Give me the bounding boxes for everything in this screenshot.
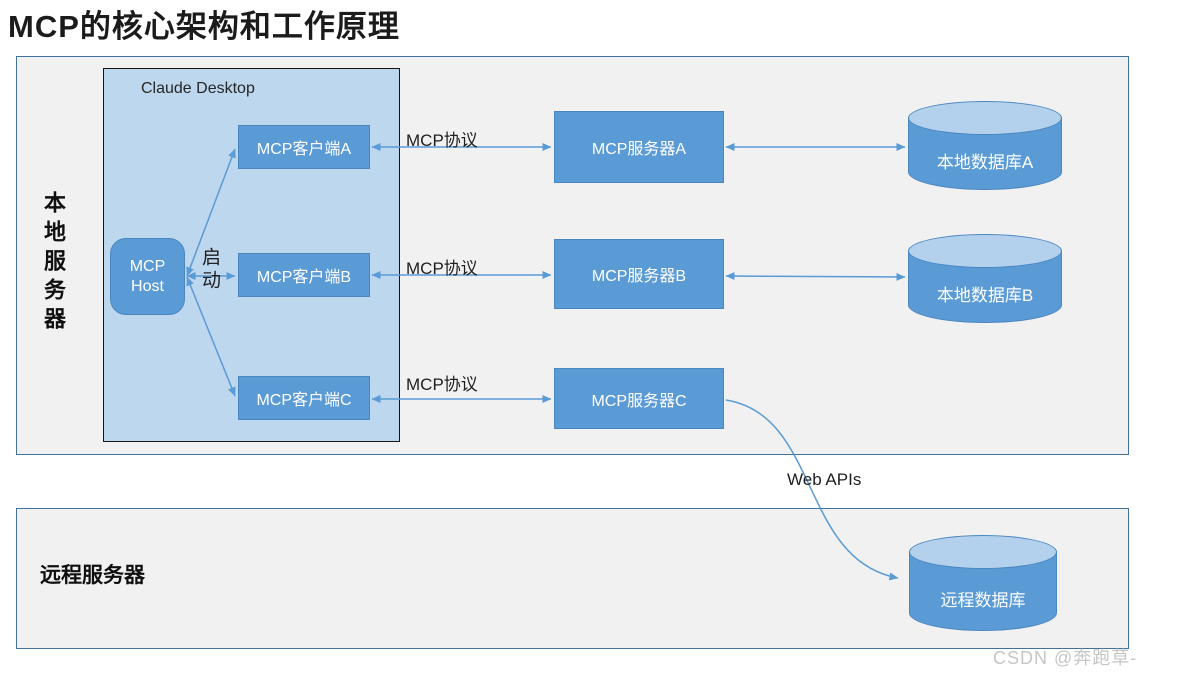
local-database-a-label: 本地数据库A <box>936 153 1034 172</box>
mcp-client-b-node: MCP客户端B <box>238 253 370 297</box>
mcp-protocol-label-a: MCP协议 <box>406 131 478 150</box>
mcp-server-a-node: MCP服务器A <box>554 111 724 183</box>
mcp-server-b-node: MCP服务器B <box>554 239 724 309</box>
mcp-server-c-node: MCP服务器C <box>554 368 724 429</box>
page-title: MCP的核心架构和工作原理 <box>8 9 400 44</box>
mcp-client-c-node: MCP客户端C <box>238 376 370 420</box>
local-database-b-label: 本地数据库B <box>936 286 1034 305</box>
remote-database-cylinder: 远程数据库 <box>909 535 1057 631</box>
csdn-watermark: CSDN @奔跑草- <box>993 648 1138 668</box>
local-database-b-cylinder: 本地数据库B <box>908 234 1062 323</box>
mcp-host-node: MCP Host <box>110 238 185 315</box>
claude-desktop-label: Claude Desktop <box>141 80 255 97</box>
cylinder-top-ellipse <box>909 535 1057 569</box>
mcp-client-a-node: MCP客户端A <box>238 125 370 169</box>
local-database-a-cylinder: 本地数据库A <box>908 101 1062 190</box>
launch-edge-label: 启动 <box>199 247 220 293</box>
mcp-protocol-label-b: MCP协议 <box>406 259 478 278</box>
local-server-zone-label: 本地服务器 <box>41 191 66 336</box>
web-apis-edge-label: Web APIs <box>787 470 862 489</box>
mcp-protocol-label-c: MCP协议 <box>406 375 478 394</box>
cylinder-top-ellipse <box>908 234 1062 268</box>
remote-database-label: 远程数据库 <box>940 590 1026 610</box>
remote-server-zone-label: 远程服务器 <box>40 564 145 587</box>
cylinder-top-ellipse <box>908 101 1062 135</box>
